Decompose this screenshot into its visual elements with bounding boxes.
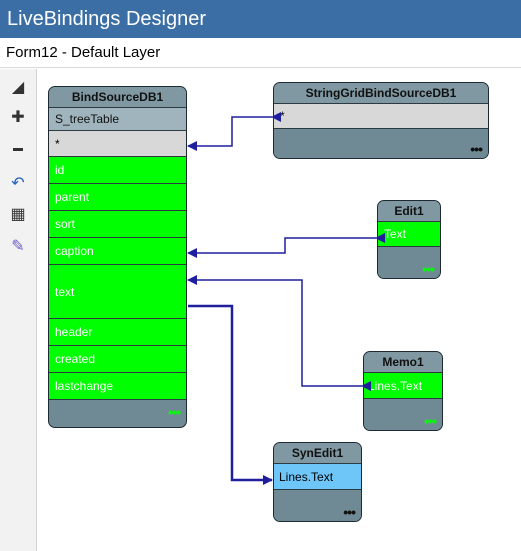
synedit-node[interactable]: SynEdit1 Lines.Text •••: [273, 442, 362, 522]
field-id[interactable]: id: [49, 157, 186, 184]
more-icon[interactable]: •••: [168, 404, 181, 420]
undo-icon[interactable]: ↶: [11, 175, 25, 192]
field-lines-text[interactable]: Lines.Text: [274, 464, 361, 490]
field-caption[interactable]: caption: [49, 238, 186, 265]
field-lastchange[interactable]: lastchange: [49, 373, 186, 400]
node-title[interactable]: SynEdit1: [274, 443, 361, 464]
node-footer: •••: [49, 400, 186, 422]
field-sort[interactable]: sort: [49, 211, 186, 238]
field-parent[interactable]: parent: [49, 184, 186, 211]
edit-node[interactable]: Edit1 Text •••: [377, 200, 441, 279]
node-subtitle: S_treeTable: [49, 108, 186, 131]
designer-toolbar: ◢ ✚ ▬ ↶ ▦ ✎: [0, 69, 37, 551]
field-lines-text[interactable]: Lines.Text: [364, 373, 442, 399]
zoom-in-icon[interactable]: ✚: [11, 109, 25, 126]
node-footer: •••: [364, 399, 442, 430]
zoom-out-icon[interactable]: ▬: [13, 142, 23, 154]
arrange-icon[interactable]: ▦: [10, 206, 26, 223]
node-footer: •••: [274, 129, 488, 158]
memo-node[interactable]: Memo1 Lines.Text •••: [363, 351, 443, 431]
field-star[interactable]: *: [49, 131, 186, 157]
more-icon[interactable]: •••: [470, 141, 483, 157]
field-created[interactable]: created: [49, 346, 186, 373]
zoom-slider-icon[interactable]: ◢: [11, 79, 25, 96]
more-icon[interactable]: •••: [343, 504, 356, 520]
more-icon[interactable]: •••: [424, 413, 437, 429]
field-star[interactable]: *: [274, 104, 488, 129]
window-title: LiveBindings Designer: [0, 0, 521, 38]
node-title[interactable]: BindSourceDB1: [49, 87, 186, 108]
wizard-icon[interactable]: ✎: [11, 238, 25, 255]
layer-label: Form12 - Default Layer: [0, 38, 521, 68]
node-title[interactable]: Memo1: [364, 352, 442, 373]
field-text[interactable]: Text: [378, 222, 440, 247]
node-footer: •••: [274, 490, 361, 521]
field-text[interactable]: text: [49, 265, 186, 319]
node-title[interactable]: StringGridBindSourceDB1: [274, 83, 488, 104]
field-header[interactable]: header: [49, 319, 186, 346]
stringgrid-node[interactable]: StringGridBindSourceDB1 * •••: [273, 82, 489, 159]
node-footer: •••: [378, 247, 440, 278]
node-title[interactable]: Edit1: [378, 201, 440, 222]
more-icon[interactable]: •••: [422, 261, 435, 277]
bindsource-node[interactable]: BindSourceDB1 S_treeTable * id parent so…: [48, 86, 187, 428]
